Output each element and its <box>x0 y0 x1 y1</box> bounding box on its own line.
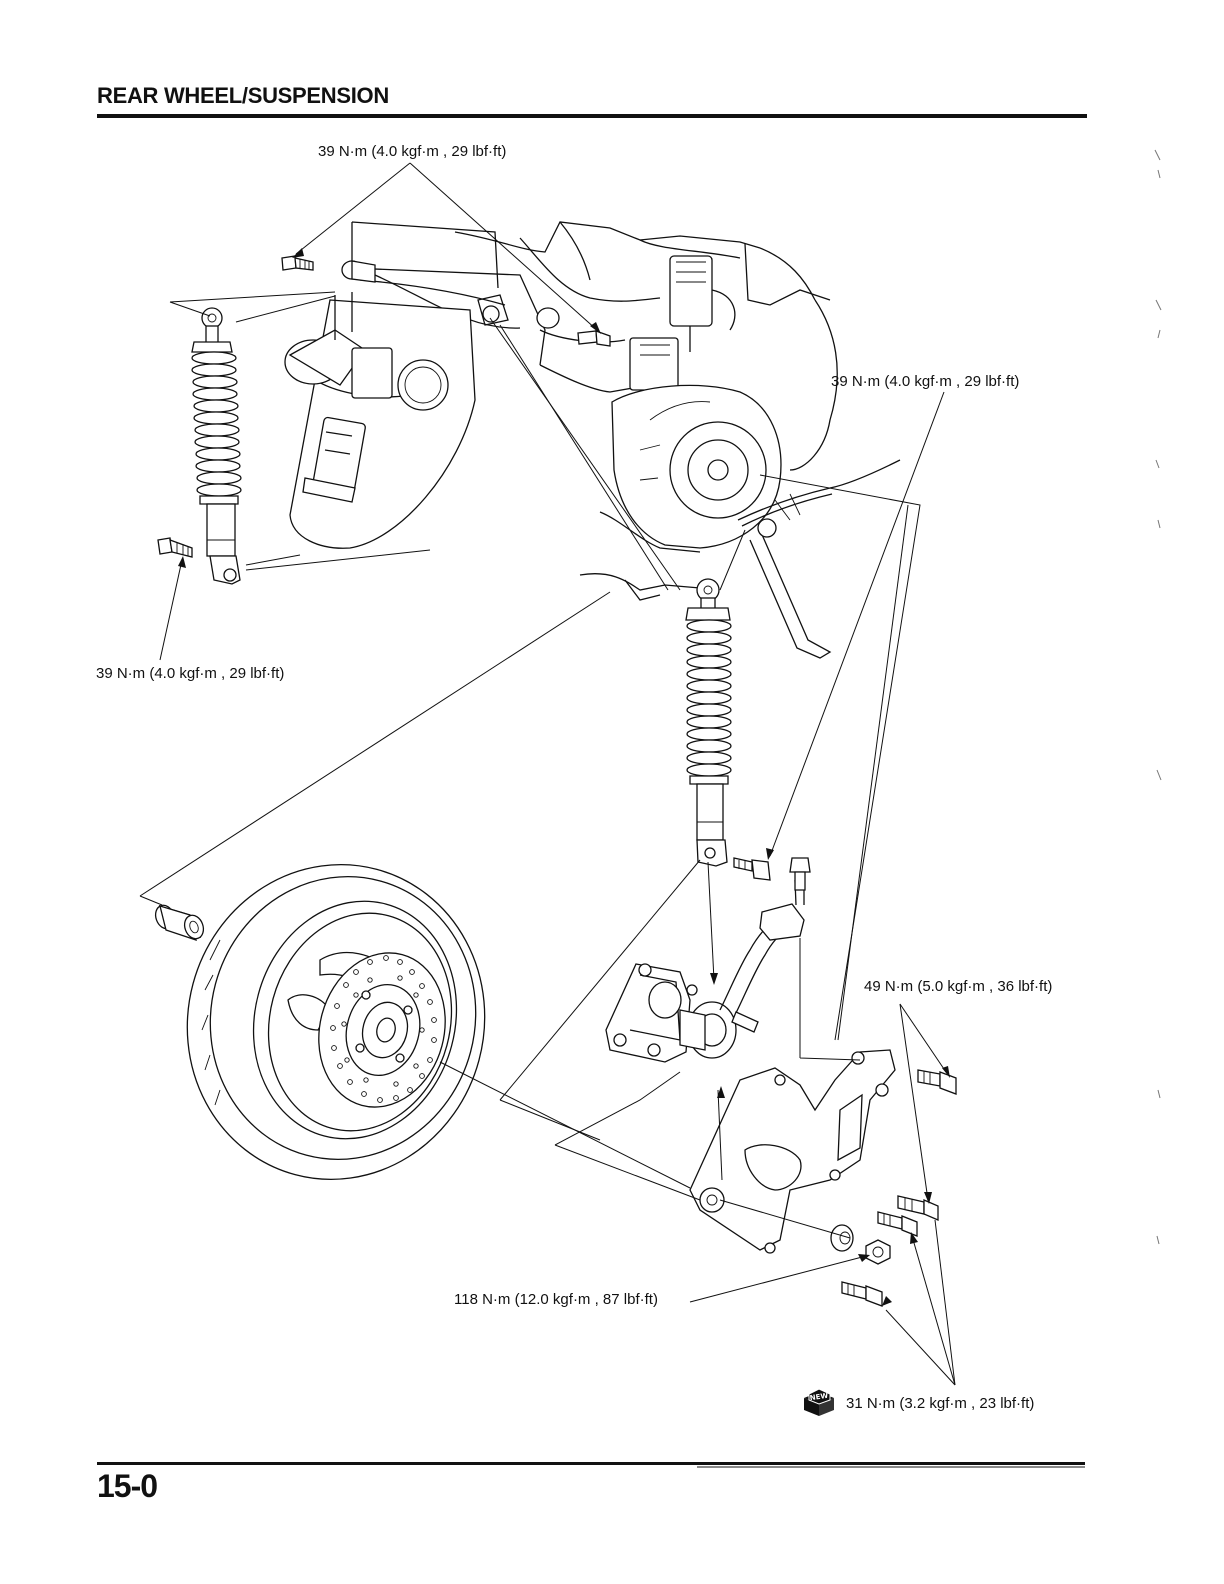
brake-hose <box>720 858 810 1032</box>
torque-label-axle-nut: 118 N·m (12.0 kgf·m , 87 lbf·ft) <box>454 1291 658 1308</box>
upper-bolt-left <box>282 256 313 270</box>
left-lower-bolt <box>158 538 192 557</box>
scan-marks <box>1155 150 1161 1244</box>
leader-lines <box>140 163 955 1385</box>
left-shock-spring <box>192 352 241 496</box>
torque-label-swingarm-bolts: 49 N·m (5.0 kgf·m , 36 lbf·ft) <box>864 978 1052 995</box>
page-number: 15-0 <box>97 1468 157 1505</box>
torque-label-upper-mount: 39 N·m (4.0 kgf·m , 29 lbf·ft) <box>318 143 506 160</box>
wheel-collar <box>152 903 206 942</box>
left-shock-absorber <box>192 308 241 584</box>
footer-rule <box>97 1462 1085 1465</box>
right-shock-spring <box>687 620 731 776</box>
rear-fender <box>285 292 475 548</box>
axle-nut <box>866 1240 890 1264</box>
torque-label-left-lower-shock: 39 N·m (4.0 kgf·m , 29 lbf·ft) <box>96 665 284 682</box>
new-part-icon: NEW <box>800 1384 838 1418</box>
upper-bolt-right <box>578 331 610 346</box>
brake-caliper <box>606 964 736 1062</box>
caliper-bolt-lower <box>842 1282 882 1306</box>
torque-label-right-lower-shock: 39 N·m (4.0 kgf·m , 29 lbf·ft) <box>831 373 1019 390</box>
swingarm-bolt-upper <box>918 1070 956 1094</box>
right-lower-bolt <box>734 858 770 880</box>
right-shock-absorber <box>686 579 731 866</box>
torque-label-caliper-bolts: 31 N·m (3.2 kgf·m , 23 lbf·ft) <box>846 1395 1034 1412</box>
